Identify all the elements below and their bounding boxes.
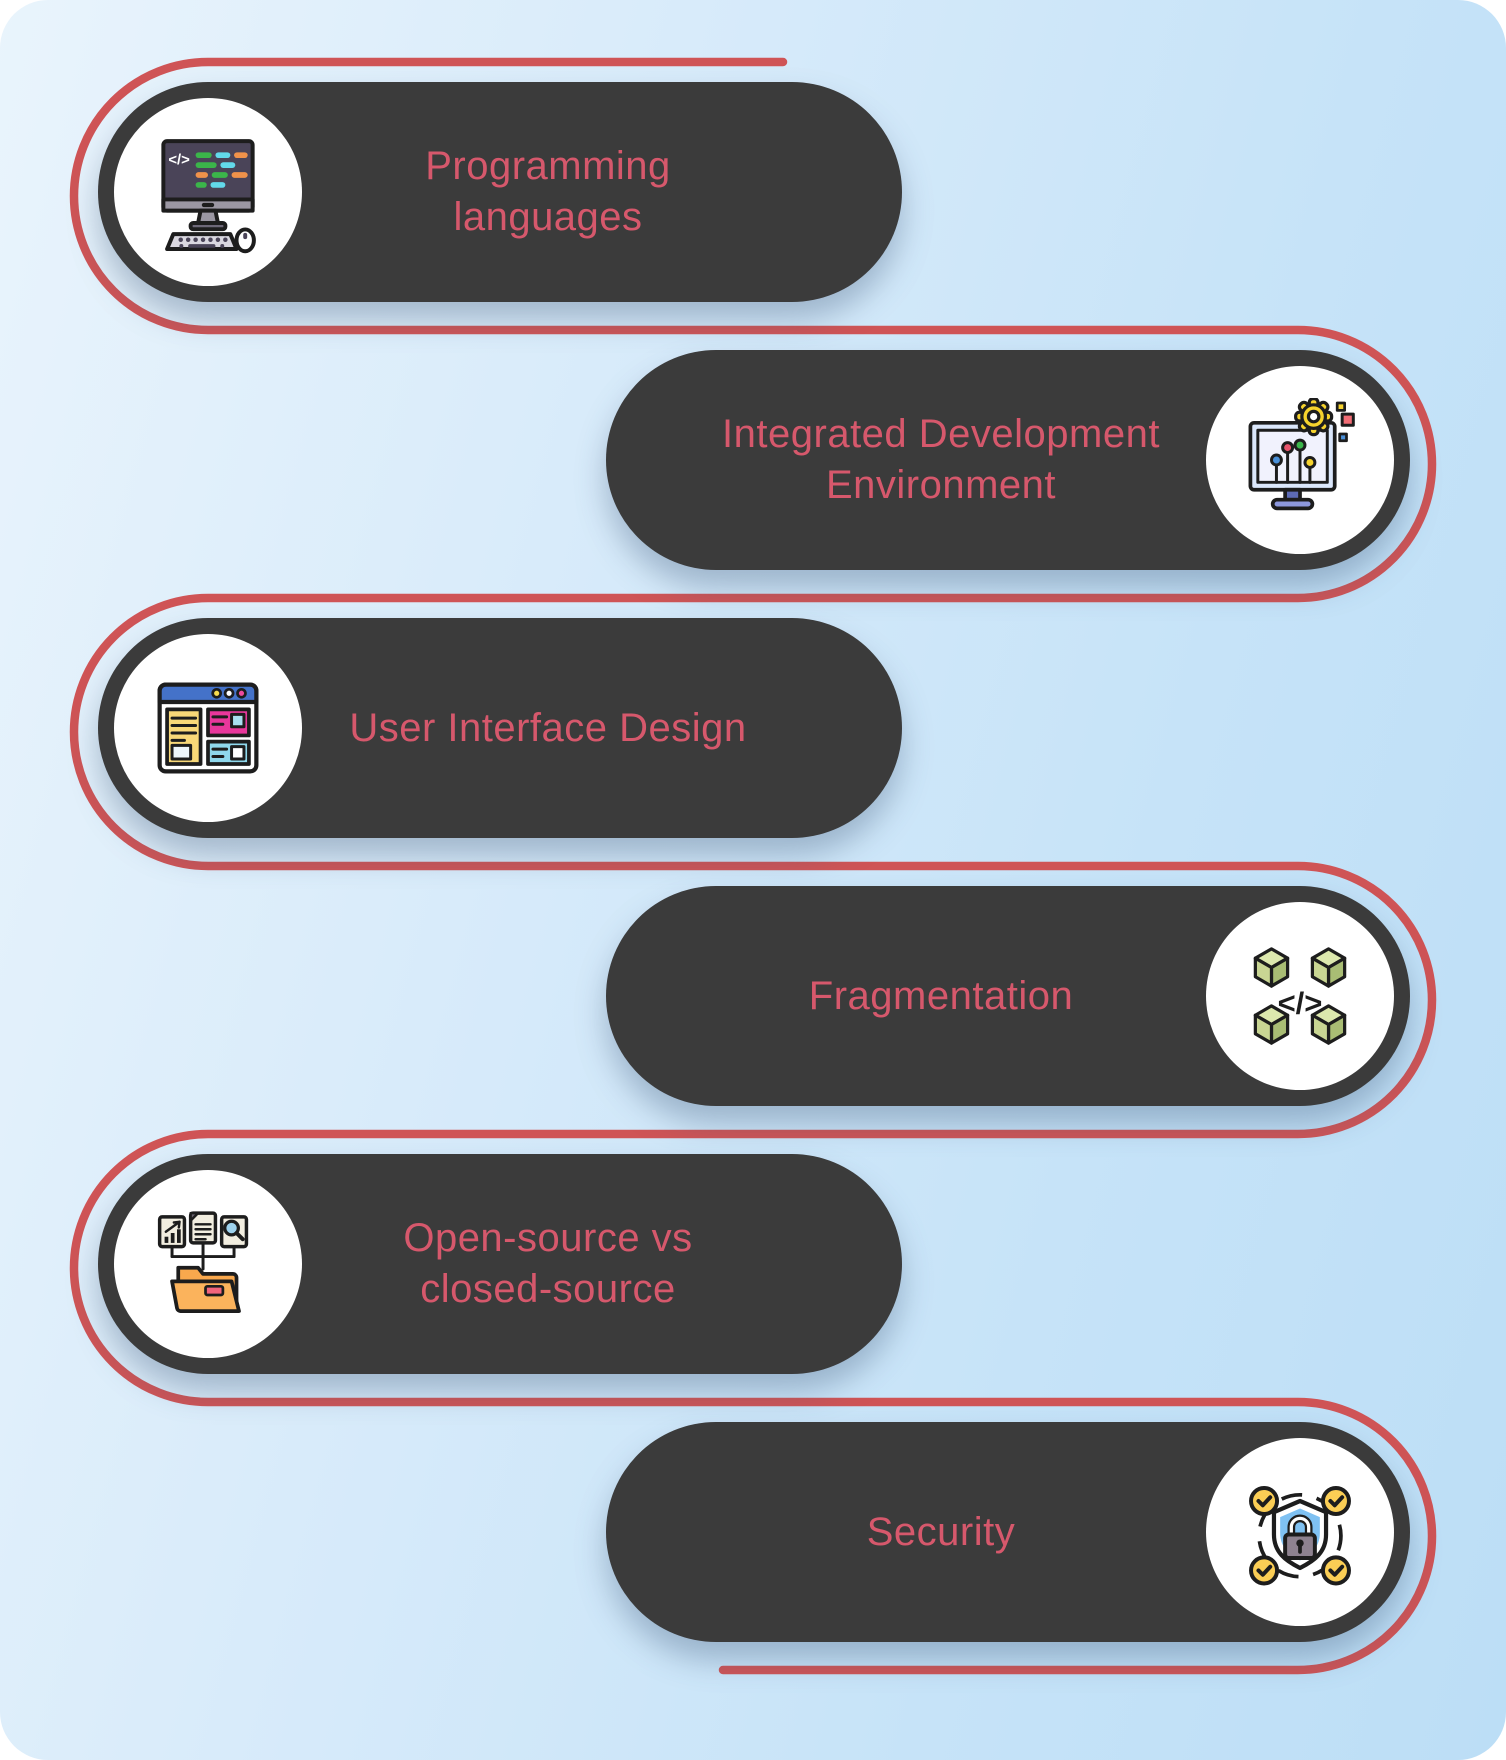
topic-label: Fragmentation	[696, 971, 1186, 1022]
icon-circle: </>	[1206, 902, 1394, 1090]
topic-label: User Interface Design	[312, 703, 784, 754]
topic-label-line: Open-source vs	[403, 1216, 693, 1260]
monitor-gear-circuit-icon	[1248, 398, 1355, 511]
connector-path	[69, 57, 1437, 1675]
browser-layout-icon	[157, 682, 259, 774]
topic-label-line: Security	[866, 1509, 1016, 1554]
topic-label-line: Fragmentation	[808, 973, 1074, 1018]
topic-label: Programming languages	[312, 141, 784, 243]
topic-pill-fragmentation: </> Fragmentation	[606, 886, 1410, 1106]
icon-circle	[114, 1170, 302, 1358]
topic-label: Open-source vs closed-source	[312, 1213, 784, 1315]
shield-lock-checks-icon	[1249, 1485, 1351, 1586]
topic-pill-open-source-vs-closed-source: Open-source vs closed-source	[98, 1154, 902, 1374]
topic-label-line: Programming	[425, 144, 671, 188]
code-glyph: </>	[168, 153, 190, 169]
icon-circle: </>	[114, 98, 302, 286]
topic-label: Security	[696, 1507, 1186, 1558]
topic-label-line: closed-source	[420, 1267, 676, 1311]
code-glyph: </>	[1278, 985, 1323, 1020]
topic-pill-user-interface-design: User Interface Design	[98, 618, 902, 838]
topic-pill-integrated-development-environment: Integrated Development Environment	[606, 350, 1410, 570]
icon-circle	[1206, 1438, 1394, 1626]
topic-pill-security: Security	[606, 1422, 1410, 1642]
topic-label-line: User Interface Design	[349, 705, 747, 750]
topic-label: Integrated Development Environment	[696, 409, 1186, 511]
icon-circle	[1206, 366, 1394, 554]
topic-label-line: Integrated Development	[722, 412, 1160, 456]
topic-label-line: Environment	[825, 463, 1057, 507]
computer-code-icon: </>	[161, 139, 256, 254]
cubes-code-icon: </>	[1253, 947, 1347, 1045]
topic-pill-programming-languages: </> Programming languages	[98, 82, 902, 302]
documents-folder-icon	[157, 1211, 249, 1313]
icon-circle	[114, 634, 302, 822]
topic-label-line: languages	[453, 195, 643, 239]
